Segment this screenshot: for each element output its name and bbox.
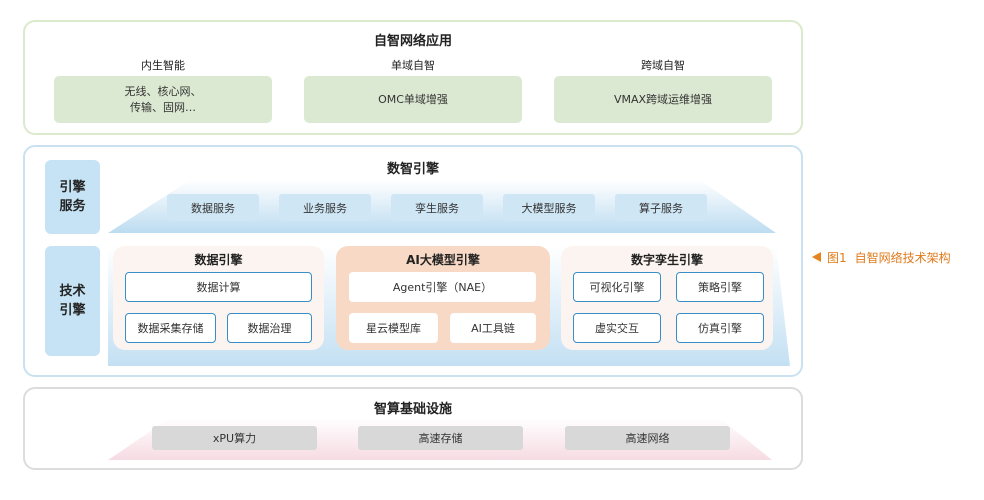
- caption-triangle-icon: [812, 252, 821, 262]
- high-speed-network-box: 高速网络: [565, 426, 730, 450]
- nebula-model-library-box: 星云模型库: [349, 313, 438, 343]
- engine-service-side-label: 引擎 服务: [45, 160, 100, 234]
- figure-number: 图1: [827, 250, 847, 265]
- tech-engine-side-label: 技术 引擎: [45, 246, 100, 356]
- service-box-twin: 孪生服务: [391, 194, 483, 221]
- data-engine-title: 数据引擎: [194, 253, 243, 267]
- service-box-data: 数据服务: [167, 194, 259, 221]
- app-col-1-box: 无线、核心网、 传输、固网…: [54, 76, 272, 123]
- app-col-3-heading: 跨域自智: [641, 59, 685, 72]
- strategy-engine-box: 策略引擎: [676, 272, 764, 302]
- app-col-2-line-1: OMC单域增强: [378, 92, 448, 106]
- ai-toolchain-box: AI工具链: [450, 313, 536, 343]
- engine-service-label-line-2: 服务: [59, 199, 86, 214]
- high-speed-storage-box: 高速存储: [358, 426, 523, 450]
- data-governance-box: 数据治理: [227, 313, 312, 343]
- app-col-1-line-2: 传输、固网…: [130, 100, 196, 114]
- digital-twin-engine-title: 数字孪生引擎: [630, 253, 703, 267]
- ai-llm-engine-title: AI大模型引擎: [406, 253, 480, 267]
- xpu-compute-box: xPU算力: [152, 426, 317, 450]
- application-layer-title: 自智网络应用: [373, 33, 452, 49]
- app-col-3-box: VMAX跨域运维增强: [554, 76, 772, 123]
- service-box-llm: 大模型服务: [503, 194, 595, 221]
- data-compute-box: 数据计算: [125, 272, 312, 302]
- figure-caption-text: 自智网络技术架构: [854, 250, 951, 265]
- app-col-2-heading: 单域自智: [391, 59, 435, 72]
- simulation-engine-box: 仿真引擎: [676, 313, 764, 343]
- app-col-1-heading: 内生智能: [141, 59, 185, 72]
- virtual-real-interaction-box: 虚实交互: [573, 313, 661, 343]
- figure-caption: 图1 自智网络技术架构: [812, 249, 951, 265]
- engine-service-label-line-1: 引擎: [59, 180, 86, 195]
- tech-engine-label-line-1: 技术: [59, 284, 86, 299]
- agent-engine-box: Agent引擎（NAE）: [349, 272, 536, 302]
- tech-engine-label-line-2: 引擎: [59, 303, 86, 318]
- app-col-2-box: OMC单域增强: [304, 76, 522, 123]
- infrastructure-layer-title: 智算基础设施: [373, 401, 452, 417]
- data-collect-store-box: 数据采集存储: [125, 313, 216, 343]
- app-col-3-line-1: VMAX跨域运维增强: [613, 92, 713, 106]
- visualization-engine-box: 可视化引擎: [573, 272, 661, 302]
- service-box-business: 业务服务: [279, 194, 371, 221]
- engine-layer-title: 数智引擎: [386, 161, 439, 177]
- service-box-operator: 算子服务: [615, 194, 707, 221]
- app-col-1-line-1: 无线、核心网、: [124, 84, 202, 98]
